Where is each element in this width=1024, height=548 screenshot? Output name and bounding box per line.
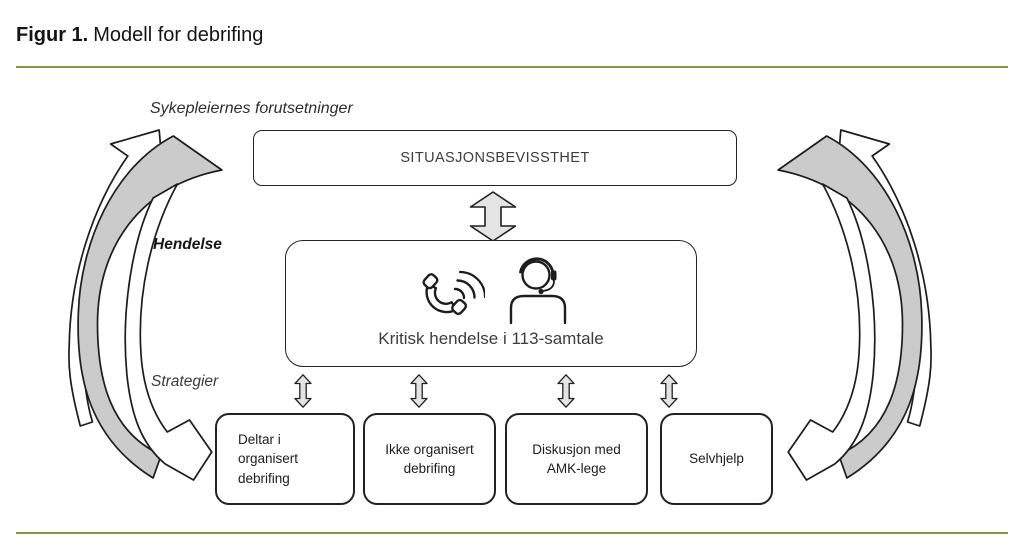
figure-title: Figur 1.Modell for debrifing bbox=[16, 24, 263, 47]
strategy-box-line: Selvhjelp bbox=[689, 451, 744, 467]
strategy-box-line: debrifing bbox=[238, 470, 290, 486]
double-headed-arrow-icon bbox=[294, 374, 312, 408]
strategy-box-line: Deltar i bbox=[238, 432, 281, 448]
strategy-box-line: Ikke organisert bbox=[385, 441, 474, 457]
figure-number: Figur 1. bbox=[16, 24, 89, 46]
strategy-box-organised-debriefing: Deltar i organisert debrifing bbox=[215, 413, 355, 505]
curved-cycle-arrows-right-icon bbox=[777, 129, 932, 481]
critical-event-icons bbox=[413, 253, 569, 325]
preconditions-label: Sykepleiernes forutsetninger bbox=[150, 100, 353, 117]
event-label: Hendelse bbox=[153, 236, 222, 253]
strategy-box-discussion-amk: Diskusjon med AMK-lege bbox=[505, 413, 648, 505]
operator-headset-icon bbox=[509, 257, 567, 325]
critical-event-text: Kritisk hendelse i 113-samtale bbox=[378, 329, 604, 348]
strategy-box-line: organisert bbox=[238, 451, 299, 467]
top-divider-line bbox=[16, 66, 1008, 68]
strategy-box-line: AMK-lege bbox=[546, 461, 607, 476]
curved-cycle-arrows-left-icon bbox=[68, 129, 223, 481]
double-headed-arrow-icon bbox=[469, 191, 517, 242]
double-headed-arrow-icon bbox=[660, 374, 678, 408]
strategy-box-line: Diskusjon med bbox=[532, 441, 621, 457]
critical-event-box: Kritisk hendelse i 113-samtale bbox=[285, 240, 697, 367]
strategies-label: Strategier bbox=[151, 373, 219, 390]
strategy-box-line: debrifing bbox=[403, 461, 456, 476]
bottom-divider-line bbox=[16, 532, 1008, 534]
figure-caption: Modell for debrifing bbox=[93, 24, 264, 46]
situational-awareness-box: SITUASJONSBEVISSTHET bbox=[253, 130, 737, 186]
phone-call-waves-icon bbox=[422, 270, 485, 316]
strategy-box-unorganised-debriefing: Ikke organisert debrifing bbox=[363, 413, 496, 505]
double-headed-arrow-icon bbox=[557, 374, 575, 408]
situational-awareness-text: SITUASJONSBEVISSTHET bbox=[400, 150, 590, 166]
double-headed-arrow-icon bbox=[410, 374, 428, 408]
strategy-box-selfhelp: Selvhjelp bbox=[660, 413, 773, 505]
